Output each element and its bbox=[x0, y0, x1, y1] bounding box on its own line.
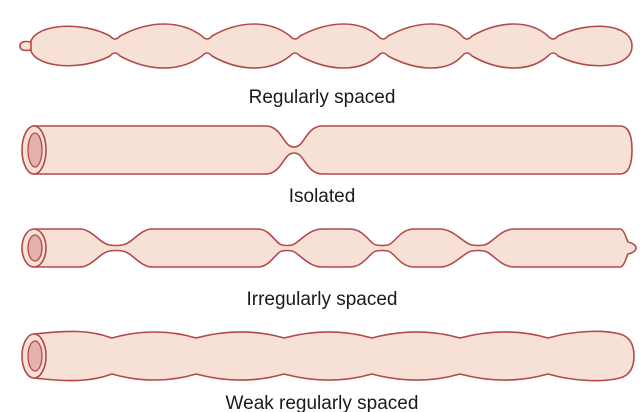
lumen-isolated bbox=[27, 132, 43, 168]
panel-isolated: Isolated bbox=[21, 125, 633, 207]
lumen-weak bbox=[27, 340, 43, 372]
tube-weak-regularly-spaced bbox=[33, 330, 635, 382]
label-isolated: Isolated bbox=[289, 186, 356, 207]
panel-regularly-spaced: Regularly spaced bbox=[19, 23, 633, 108]
tube-irregularly-spaced bbox=[33, 228, 637, 268]
tip-left bbox=[19, 40, 32, 52]
tube-regularly-spaced bbox=[29, 23, 633, 69]
label-regularly-spaced: Regularly spaced bbox=[249, 87, 396, 108]
label-weak-regularly-spaced: Weak regularly spaced bbox=[226, 393, 419, 412]
label-irregularly-spaced: Irregularly spaced bbox=[246, 289, 397, 310]
panel-weak-regularly-spaced: Weak regularly spaced bbox=[21, 330, 635, 412]
panel-irregularly-spaced: Irregularly spaced bbox=[21, 228, 637, 310]
lumen-irregular bbox=[27, 234, 43, 262]
tube-isolated bbox=[33, 125, 633, 175]
